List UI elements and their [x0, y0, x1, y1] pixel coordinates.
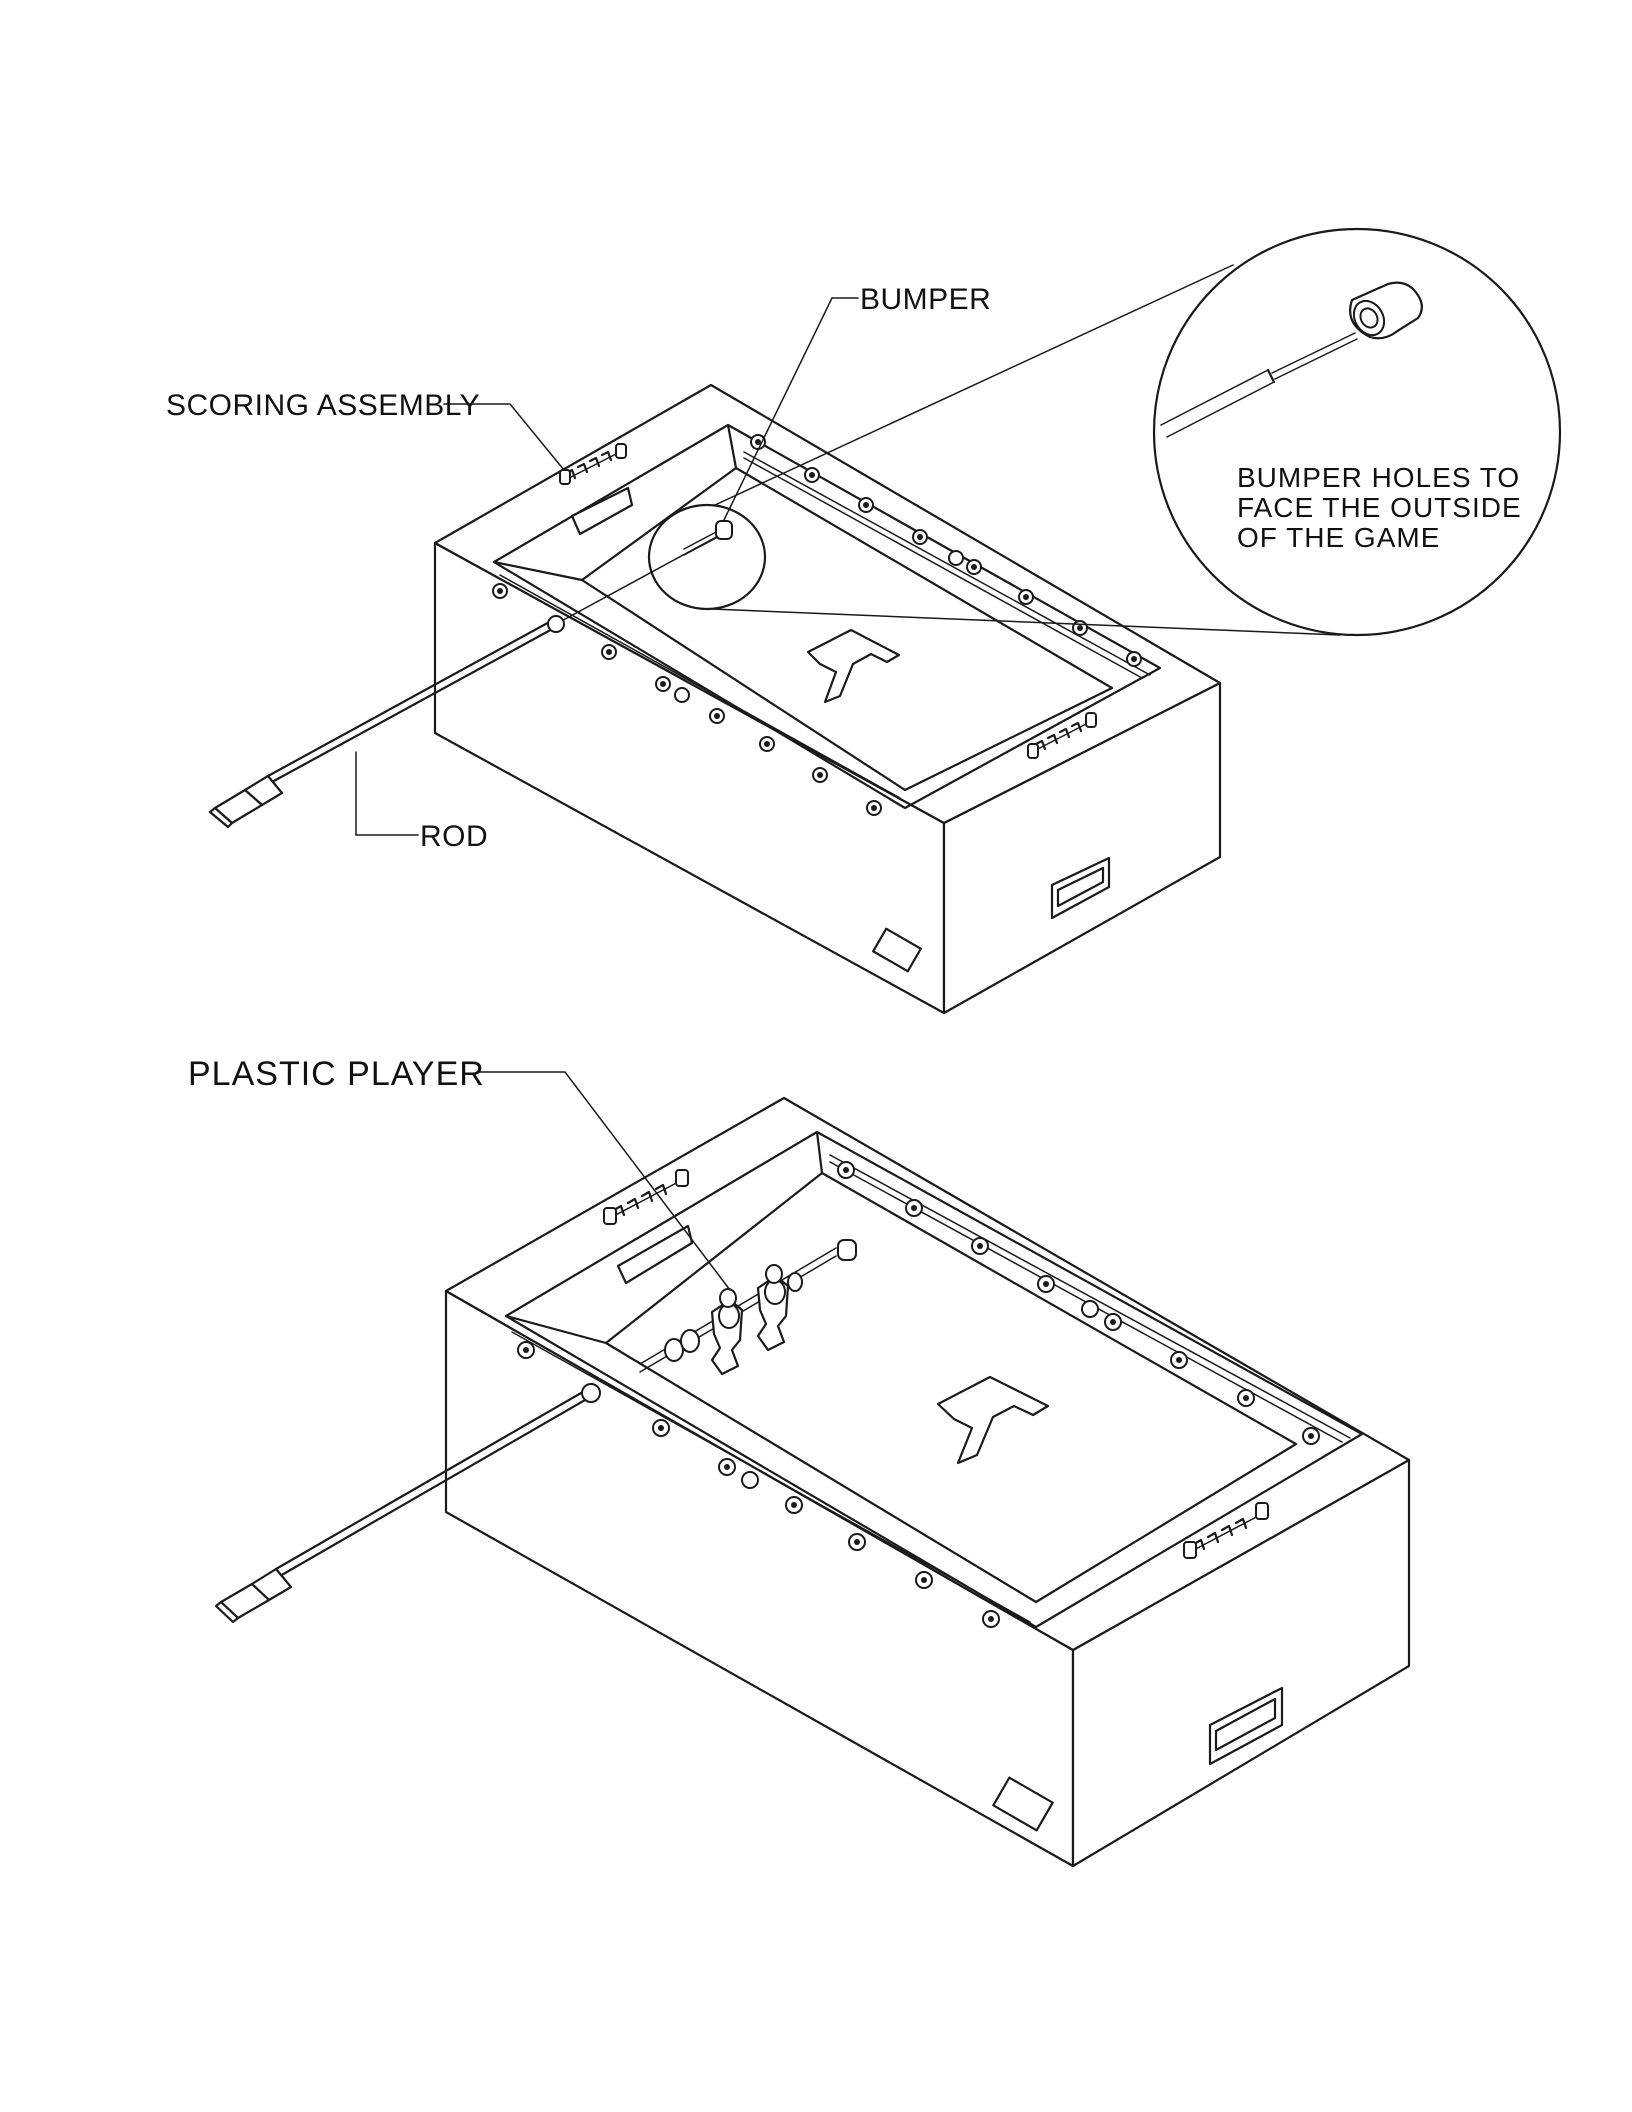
top-foosball-table — [210, 385, 1220, 1013]
bottom-bumper — [838, 1240, 856, 1260]
label-rod: ROD — [356, 752, 488, 853]
detail-note-line3: OF THE GAME — [1237, 522, 1440, 553]
label-scoring-assembly: SCORING ASSEMBLY — [166, 389, 564, 470]
label-scoring-assembly-text: SCORING ASSEMBLY — [166, 389, 480, 422]
top-bumper — [716, 521, 732, 539]
detail-note-line1: BUMPER HOLES TO — [1237, 462, 1520, 493]
detail-note-line2: FACE THE OUTSIDE — [1237, 492, 1522, 523]
label-plastic-player-text: PLASTIC PLAYER — [188, 1055, 485, 1093]
label-bumper-text: BUMPER — [860, 283, 991, 316]
label-rod-text: ROD — [420, 820, 488, 853]
bottom-foosball-table — [216, 1098, 1409, 1866]
bumper-detail-view: BUMPER HOLES TO FACE THE OUTSIDE OF THE … — [1154, 229, 1560, 635]
